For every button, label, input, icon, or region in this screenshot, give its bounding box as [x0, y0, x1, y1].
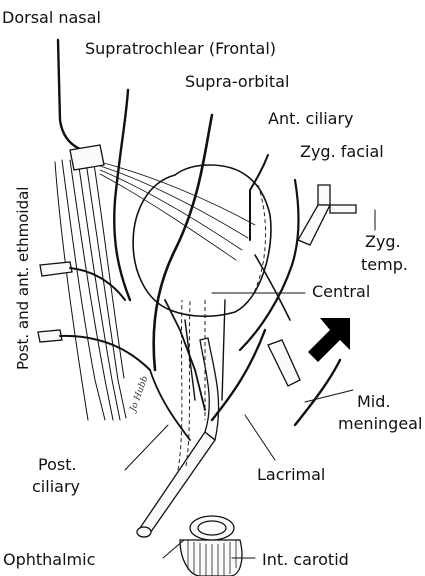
label-supratrochlear: Supratrochlear (Frontal) [85, 39, 276, 58]
label-mid-meningeal-1: Mid. [357, 392, 391, 411]
label-ant-ciliary: Ant. ciliary [268, 109, 354, 128]
internal-carotid [180, 516, 242, 576]
label-lacrimal: Lacrimal [257, 465, 325, 484]
label-zyg-temp-2: temp. [361, 255, 408, 274]
label-mid-meningeal-2: meningeal [338, 414, 422, 433]
label-supraorbital: Supra-orbital [185, 72, 289, 91]
label-int-carotid: Int. carotid [262, 550, 349, 569]
label-central: Central [312, 282, 370, 301]
label-post-ciliary-1: Post. [38, 455, 77, 474]
black-arrow-icon [308, 318, 350, 362]
label-post-ciliary-2: ciliary [32, 477, 80, 496]
ophthalmic-trunk [137, 300, 219, 537]
branch-vessels [38, 40, 356, 440]
label-dorsal-nasal: Dorsal nasal [2, 8, 101, 27]
label-zyg-facial: Zyg. facial [300, 142, 384, 161]
label-zyg-temp-1: Zyg. [365, 232, 401, 251]
label-post-ant-ethmoidal: Post. and ant. ethmoidal [14, 187, 32, 370]
artist-signature: Jo Hubb [128, 375, 151, 415]
label-ophthalmic: Ophthalmic [3, 550, 95, 569]
